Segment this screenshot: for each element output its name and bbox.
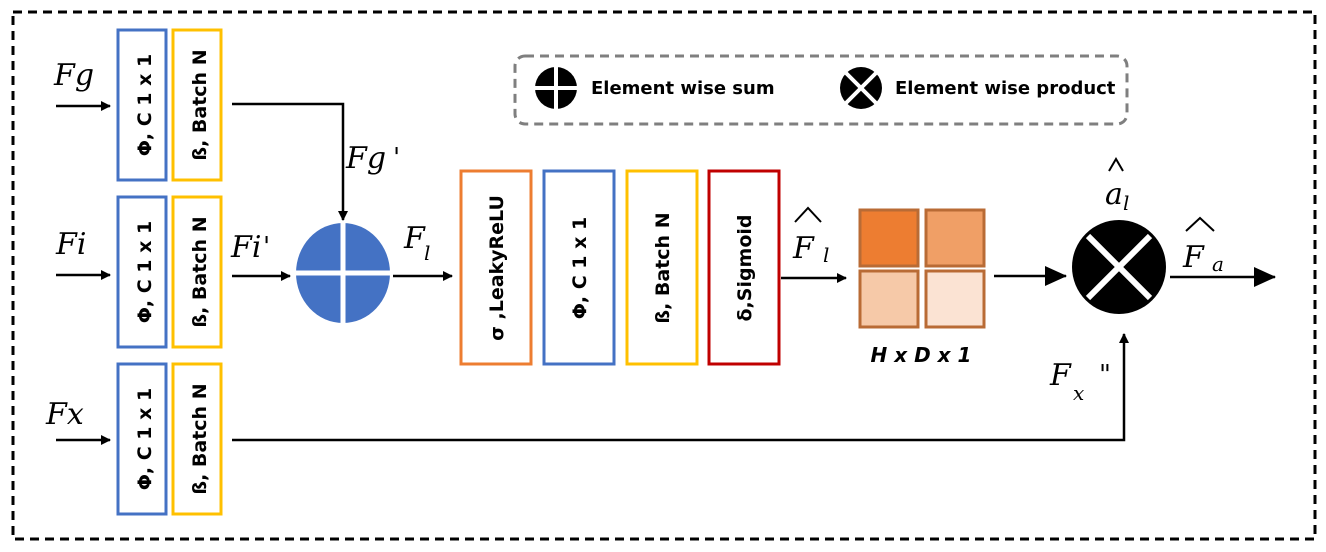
fx-bn-label: ß, Batch N: [189, 383, 211, 494]
fi-bn-label: ß, Batch N: [189, 216, 211, 327]
fg-conv-label: Φ, C 1 x 1: [134, 54, 156, 156]
legend-product-label: Element wise product: [895, 78, 1116, 99]
fi-bn-block: [171, 195, 223, 349]
svg-text:a: a: [1212, 252, 1224, 276]
hat-accent-icon: [1185, 216, 1215, 232]
element-sum-icon: [535, 67, 577, 109]
f-l-label: F l: [403, 221, 430, 265]
svg-text:l: l: [1123, 191, 1129, 215]
fi-conv-block: [116, 195, 168, 349]
input-fx-label: Fx: [45, 397, 84, 432]
tensor-cell: [858, 269, 920, 329]
input-fi-label: Fi: [55, 227, 86, 262]
fx-conv-block: [116, 362, 168, 516]
fx-branch: Φ, C 1 x 1 ß, Batch N: [116, 362, 223, 516]
fx-to-product-connector: [232, 333, 1129, 442]
legend-box: [513, 54, 1129, 126]
mid-bn-label: ß, Batch N: [652, 212, 674, 323]
fg-branch: Φ, C 1 x 1 ß, Batch N: [116, 28, 223, 182]
svg-text:l: l: [424, 241, 430, 265]
attention-map-tensor: [858, 208, 986, 329]
fg-to-sum-connector: [232, 102, 348, 221]
svg-text:F: F: [1049, 358, 1072, 393]
tensor-dims-label: H x D x 1: [871, 343, 972, 367]
mid-conv-block: [542, 169, 616, 366]
svg-text:l: l: [823, 243, 829, 267]
element-product-icon: [840, 67, 882, 109]
fg-conv-block: [116, 28, 168, 182]
f-hat-a-label: F a: [1182, 216, 1224, 276]
f-x-double-prime-label: F x ": [1049, 358, 1111, 405]
fi-branch: Φ, C 1 x 1 ß, Batch N: [116, 195, 223, 349]
mid-bn-block: [625, 169, 699, 366]
sigmoid-block: [707, 169, 781, 366]
element-product-node: [1072, 220, 1166, 314]
svg-text:F: F: [792, 231, 815, 266]
svg-text:": ": [1099, 360, 1111, 390]
a-hat-l-label: a l: [1105, 157, 1129, 215]
fg-bn-block: [171, 28, 223, 182]
svg-text:F: F: [403, 221, 426, 256]
fg-prime-label: Fg ': [345, 141, 400, 176]
tensor-cell: [924, 269, 986, 329]
mid-conv-label: Φ, C 1 x 1: [569, 217, 591, 319]
f-hat-l-label: F l: [792, 206, 829, 267]
input-fg-label: Fg: [53, 58, 94, 93]
svg-text:x: x: [1073, 381, 1084, 405]
svg-text:Fg: Fg: [345, 141, 386, 176]
tensor-cell: [924, 208, 986, 268]
svg-text:': ': [263, 232, 270, 262]
legend-sum-label: Element wise sum: [591, 78, 775, 99]
sigmoid-label: δ,Sigmoid: [734, 214, 756, 321]
svg-text:': ': [393, 143, 400, 173]
leaky-relu-block: [459, 169, 533, 366]
fi-conv-label: Φ, C 1 x 1: [134, 221, 156, 323]
hat-accent-icon: [1108, 157, 1124, 172]
fi-prime-label: Fi ': [230, 230, 270, 265]
element-sum-node: [296, 223, 390, 323]
hat-accent-icon: [794, 206, 822, 223]
tensor-cell: [858, 208, 920, 268]
fx-conv-label: Φ, C 1 x 1: [134, 388, 156, 490]
outer-border: [11, 10, 1317, 541]
svg-text:Fi: Fi: [230, 230, 261, 265]
svg-text:a: a: [1105, 177, 1123, 212]
legend: Element wise sum Element wise product: [513, 54, 1129, 126]
svg-text:F: F: [1182, 240, 1205, 275]
fx-bn-block: [171, 362, 223, 516]
leaky-relu-label: σ ,LeakyReLU: [486, 195, 508, 341]
fg-bn-label: ß, Batch N: [189, 49, 211, 160]
